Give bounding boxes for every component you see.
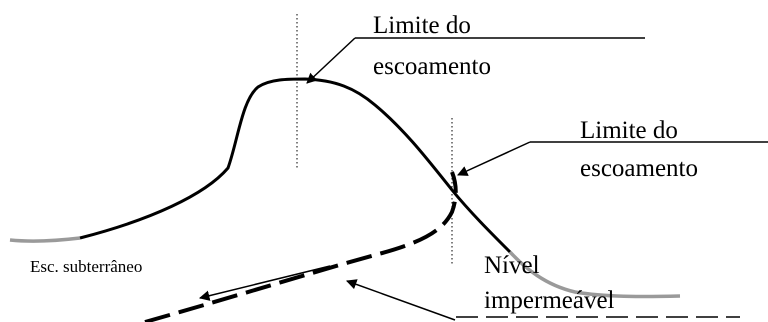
impermeable-level-arrow xyxy=(346,279,456,321)
flow-limit-top-label-line2: escoamento xyxy=(373,53,492,80)
flow-limit-right-label-line1: Limite do xyxy=(580,117,678,144)
impermeable-level-label-line1: Nível xyxy=(484,252,540,279)
hydrograph-baseflow-left xyxy=(9,236,81,243)
impermeable-level-label-line2: impermeável xyxy=(484,287,615,314)
flow-limit-right-arrow xyxy=(457,141,531,176)
flow-limit-top-label-line1: Limite do xyxy=(373,12,471,39)
flow-limit-top-arrow xyxy=(306,37,356,84)
hydrograph-recession-tail xyxy=(508,250,681,299)
hydrograph-curve xyxy=(79,77,512,254)
groundwater-label: Esc. subterrâneo xyxy=(30,257,143,276)
baseflow-separation-curve xyxy=(144,171,458,322)
flow-limit-right-label-line2: escoamento xyxy=(580,155,699,182)
groundwater-arrow xyxy=(198,265,331,301)
